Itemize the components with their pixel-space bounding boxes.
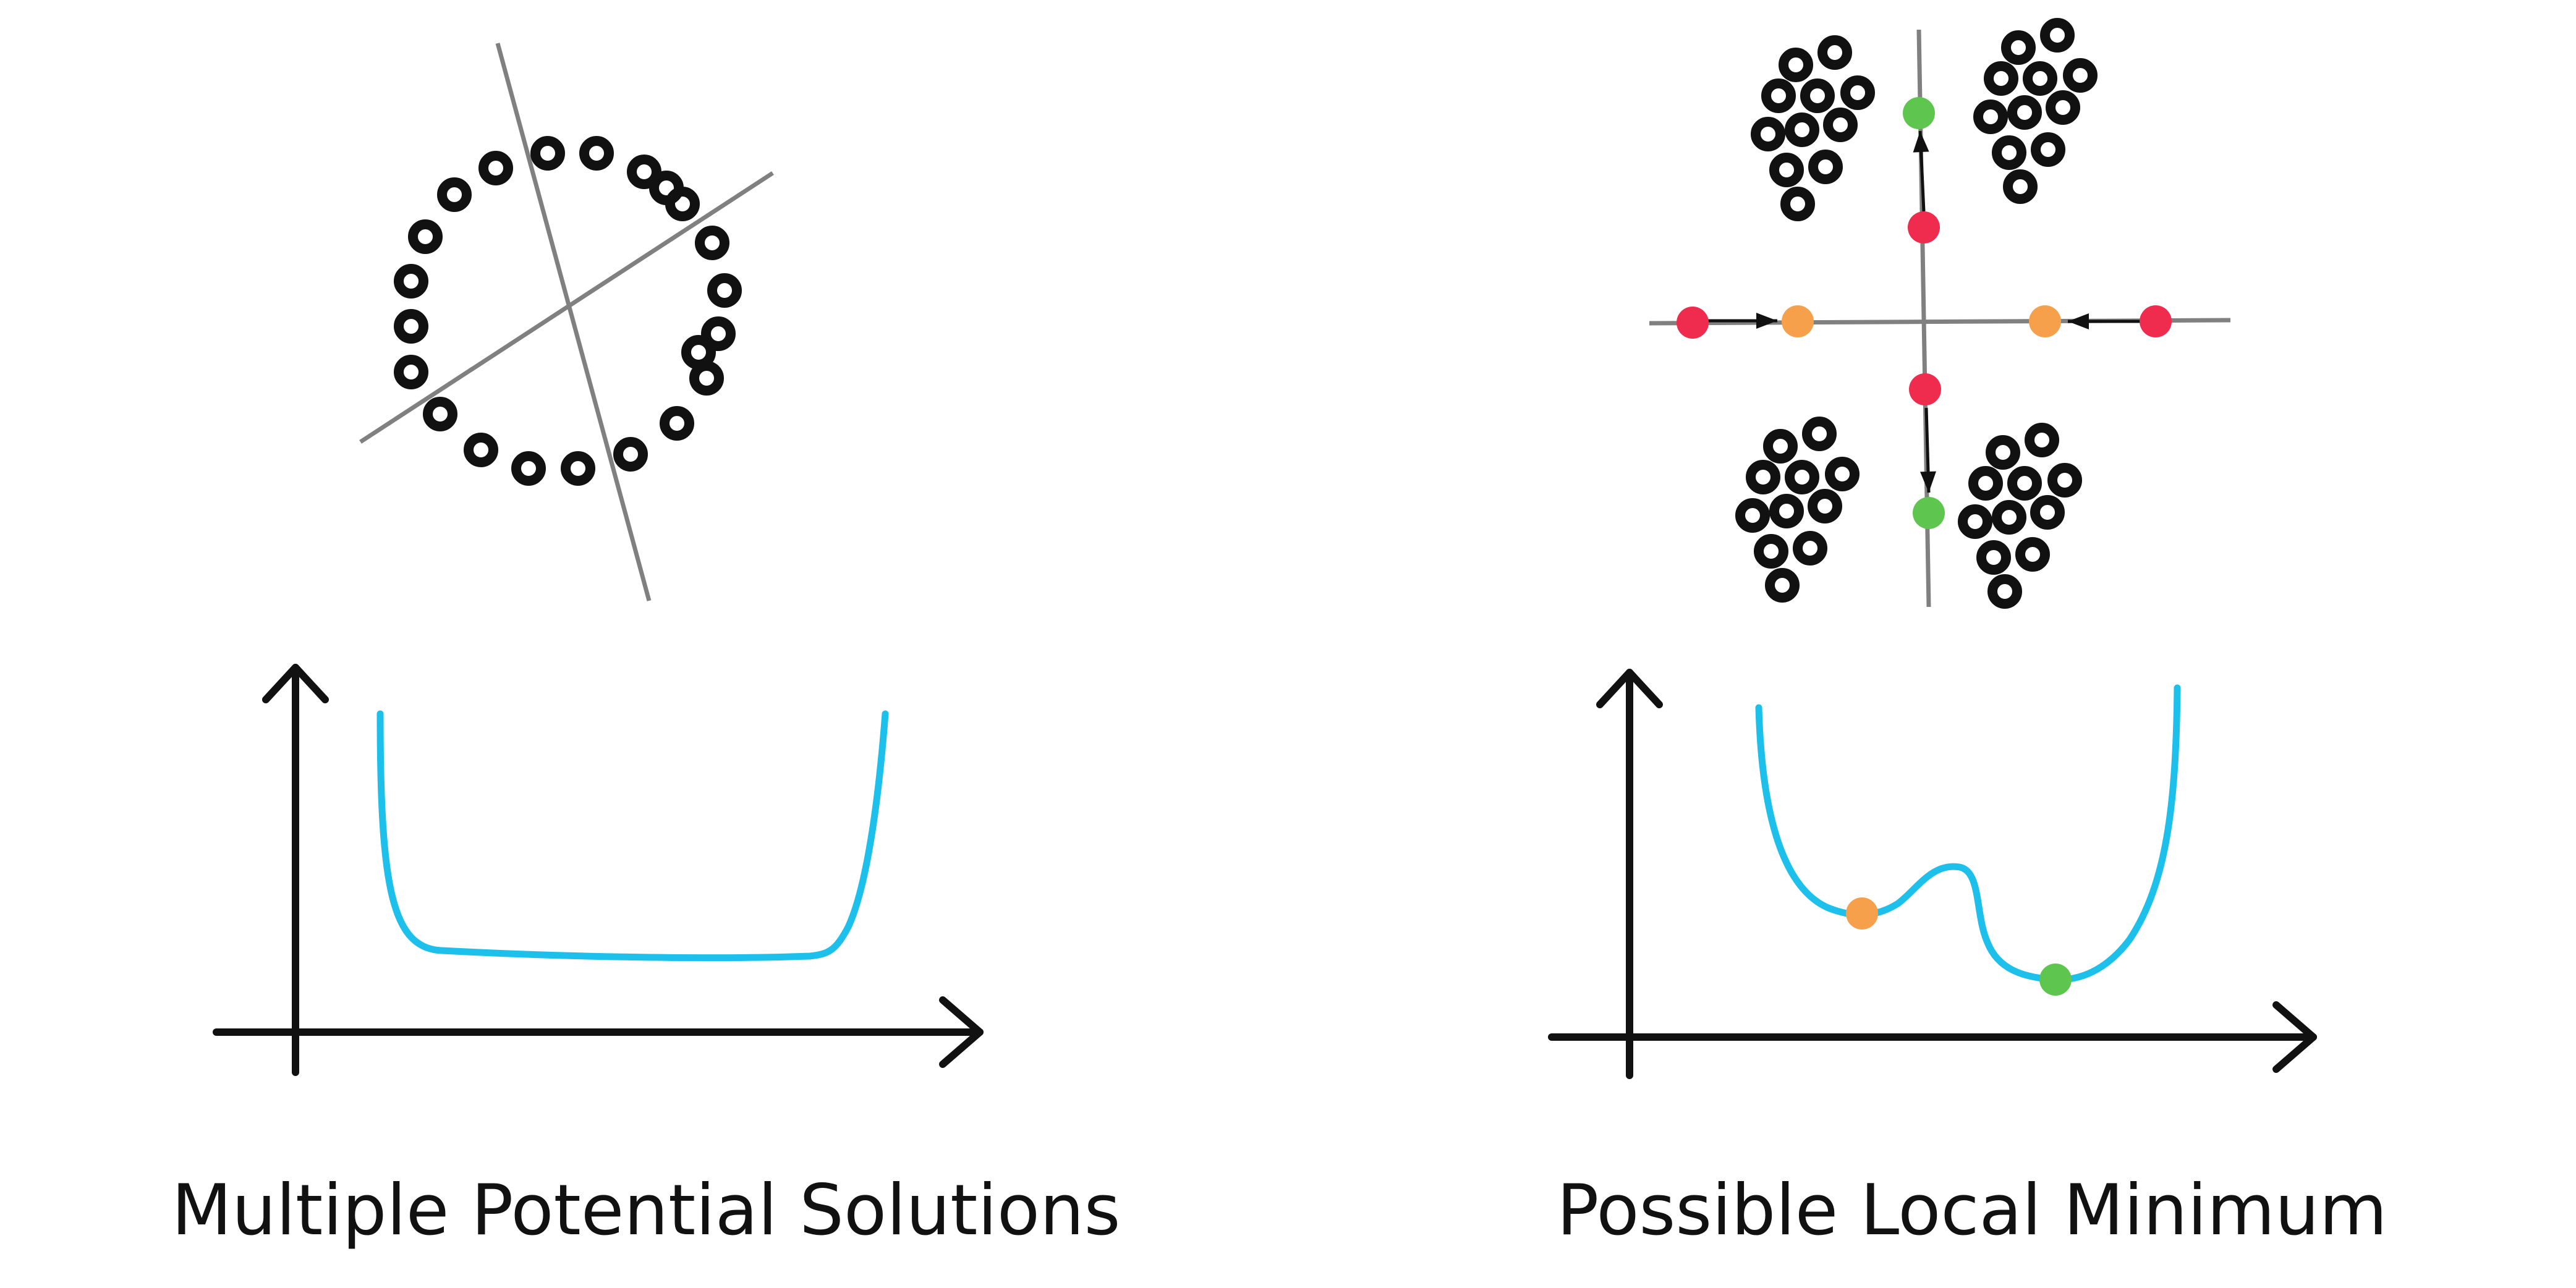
candidate-split-lines	[359, 43, 774, 601]
data-point-21	[649, 171, 684, 205]
cluster-2-point-4	[2023, 61, 2057, 96]
cluster-1-point-8	[1823, 108, 1858, 142]
right-caption: Possible Local Minimum	[1557, 1169, 2387, 1251]
cluster-2-point-2	[2040, 18, 2075, 53]
cluster-2-point-5	[2063, 58, 2098, 93]
cluster-1-point-6	[1751, 117, 1785, 151]
data-point-9	[660, 406, 694, 441]
flat-loss-plot	[213, 664, 984, 1076]
green-centroid-bottom	[1913, 497, 1945, 529]
cluster-3-point-7	[1769, 494, 1804, 528]
cluster-3-point-9	[1754, 534, 1788, 569]
orange-centroid-left	[1782, 305, 1814, 337]
cluster-4-point-5	[2047, 463, 2082, 498]
x-axis-arrowhead	[939, 996, 984, 1068]
cluster-1-point-10	[1808, 150, 1843, 184]
cluster-1-point-9	[1769, 153, 1804, 187]
cluster-3-point-4	[1785, 460, 1819, 494]
cluster-data-points	[1735, 18, 2098, 609]
global-minimum-marker	[2039, 964, 2072, 996]
cluster-4-point-8	[2030, 495, 2065, 530]
cluster-3-point-11	[1765, 568, 1800, 603]
x-axis-arrowhead	[2272, 1001, 2317, 1073]
right-panel	[1548, 18, 2317, 1079]
candidate-line-2	[359, 171, 774, 444]
cluster-3-point-5	[1825, 457, 1860, 491]
cluster-1-point-1	[1779, 48, 1813, 82]
data-point-13	[464, 433, 498, 467]
data-point-17	[394, 264, 428, 299]
data-point-12	[511, 451, 546, 486]
cluster-3-point-2	[1802, 417, 1837, 451]
ring-data-points	[394, 136, 742, 486]
data-point-5	[695, 226, 729, 260]
cluster-3-point-10	[1793, 531, 1827, 566]
data-point-1	[530, 136, 565, 171]
cluster-2-point-1	[2001, 30, 2036, 65]
cluster-1-point-2	[1817, 35, 1852, 70]
cluster-1-point-4	[1800, 78, 1835, 113]
arrow-down-head	[1920, 471, 1937, 493]
green-centroid-top	[1903, 97, 1935, 129]
local-minimum-loss-curve	[1755, 684, 2181, 983]
data-point-14	[423, 397, 457, 431]
data-point-22	[681, 335, 716, 370]
arrow-right-head	[1756, 313, 1777, 329]
data-point-7	[701, 316, 736, 351]
cluster-2-point-10	[2031, 132, 2065, 167]
data-point-18	[408, 219, 443, 254]
cluster-4-point-4	[2007, 466, 2042, 501]
data-point-3	[627, 155, 661, 189]
cluster-3-point-3	[1746, 460, 1780, 494]
red-start-right	[2140, 305, 2172, 337]
left-caption: Multiple Potential Solutions	[171, 1169, 1121, 1251]
cluster-2-point-3	[1984, 61, 2018, 96]
red-start-left	[1677, 307, 1709, 339]
cluster-2-point-7	[2007, 95, 2042, 130]
cluster-4-point-2	[2025, 423, 2059, 457]
data-point-11	[561, 451, 595, 486]
data-point-10	[613, 437, 648, 472]
candidate-line-1	[495, 43, 652, 601]
local-minimum-marker	[1846, 897, 1878, 930]
data-point-2	[579, 136, 614, 171]
cluster-4-point-11	[1987, 574, 2022, 609]
cluster-1-point-3	[1761, 78, 1796, 113]
orange-centroid-right	[2029, 305, 2061, 337]
cluster-2-point-6	[1973, 100, 2008, 134]
flat-loss-curve	[376, 710, 889, 962]
y-axis-arrowhead	[1596, 669, 1663, 708]
cluster-3-point-1	[1763, 429, 1798, 464]
cluster-4-point-1	[1986, 435, 2020, 470]
cluster-1-point-11	[1780, 187, 1815, 221]
cluster-4-point-10	[2015, 537, 2050, 572]
cluster-2-point-8	[2046, 90, 2080, 125]
cluster-4-point-7	[1992, 500, 2026, 535]
arrow-left-head	[2068, 313, 2089, 329]
y-axis-arrowhead	[262, 664, 329, 703]
data-point-6	[707, 273, 742, 308]
local-minimum-loss-plot	[1548, 669, 2317, 1079]
cluster-2-point-11	[2003, 169, 2038, 204]
data-point-20	[478, 151, 513, 185]
red-start-bottom	[1909, 373, 1941, 405]
cluster-1-point-7	[1785, 112, 1819, 147]
arrow-up-head	[1913, 131, 1929, 153]
left-panel	[213, 43, 984, 1076]
data-point-15	[394, 355, 428, 389]
data-point-19	[437, 177, 472, 212]
cluster-4-point-6	[1958, 504, 1992, 539]
cluster-4-point-9	[1976, 540, 2011, 575]
cluster-3-point-8	[1808, 489, 1842, 523]
cluster-3-point-6	[1735, 498, 1770, 533]
data-point-16	[394, 309, 428, 344]
cluster-4-point-3	[1968, 466, 2003, 501]
cluster-1-point-5	[1840, 75, 1875, 110]
red-start-top	[1908, 211, 1940, 244]
centroid-moves	[1677, 97, 2172, 529]
data-point-8	[689, 361, 724, 396]
cluster-2-point-9	[1992, 135, 2026, 170]
